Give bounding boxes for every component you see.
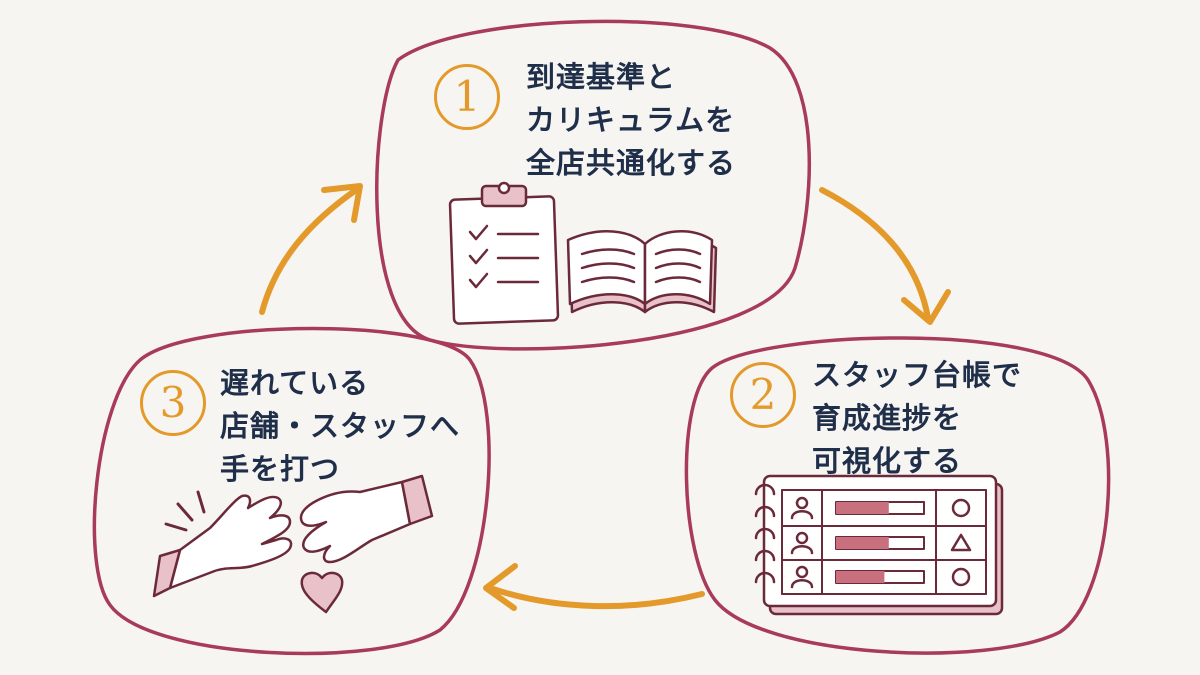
staff-ledger-icon	[754, 474, 1004, 616]
clipboard-and-book-icon	[448, 181, 718, 325]
ledger-binder-rings	[754, 483, 776, 584]
ledger-progress-fill	[836, 537, 889, 549]
step-2-line-1: スタッフ台帳で	[812, 358, 1023, 392]
reaching-hand-icon	[152, 490, 293, 598]
step-1-line-2: カリキュラムを	[526, 103, 736, 137]
step-1-blob	[375, 19, 812, 351]
step-3-blob	[92, 326, 491, 656]
step-3-line-1: 遅れている	[220, 366, 370, 400]
clipboard-icon	[448, 181, 560, 325]
ledger-person-icon	[790, 531, 814, 555]
open-book-icon	[566, 230, 718, 314]
step-1-line-3: 全店共通化する	[526, 146, 737, 180]
step-3-label: 遅れている 店舗・スタッフへ 手を打つ	[220, 362, 460, 491]
step-2-label: スタッフ台帳で 育成進捗を 可視化する	[812, 354, 1022, 483]
ledger-triangle-mark	[950, 533, 972, 552]
step-2-line-2: 育成進捗を	[812, 401, 963, 435]
arrow-2-to-3	[483, 563, 705, 611]
ledger-person-icon	[790, 496, 814, 520]
step-2-number-badge: 2	[730, 362, 796, 428]
step-1-label: 到達基準と カリキュラムを 全店共通化する	[526, 56, 736, 185]
offering-hand-icon	[299, 474, 434, 564]
ledger-progress-fill	[836, 571, 885, 583]
step-1-line-1: 到達基準と	[526, 60, 677, 94]
arrow-3-to-1	[259, 183, 363, 315]
arrow-1-to-2	[819, 187, 951, 325]
step-3-line-3: 手を打つ	[220, 452, 341, 486]
step-1-number-badge: 1	[434, 64, 500, 130]
ledger-circle-mark	[951, 567, 971, 587]
ledger-circle-mark	[951, 498, 971, 518]
ledger-progress-fill	[836, 502, 889, 514]
step-2-blob	[684, 336, 1111, 655]
step-2-line-3: 可視化する	[812, 444, 963, 478]
ledger-person-icon	[790, 565, 814, 589]
step-3-line-2: 店舗・スタッフへ	[220, 409, 461, 443]
step-3-number-badge: 3	[140, 370, 206, 436]
heart-icon	[300, 571, 344, 614]
helping-hands-icon	[152, 474, 434, 614]
